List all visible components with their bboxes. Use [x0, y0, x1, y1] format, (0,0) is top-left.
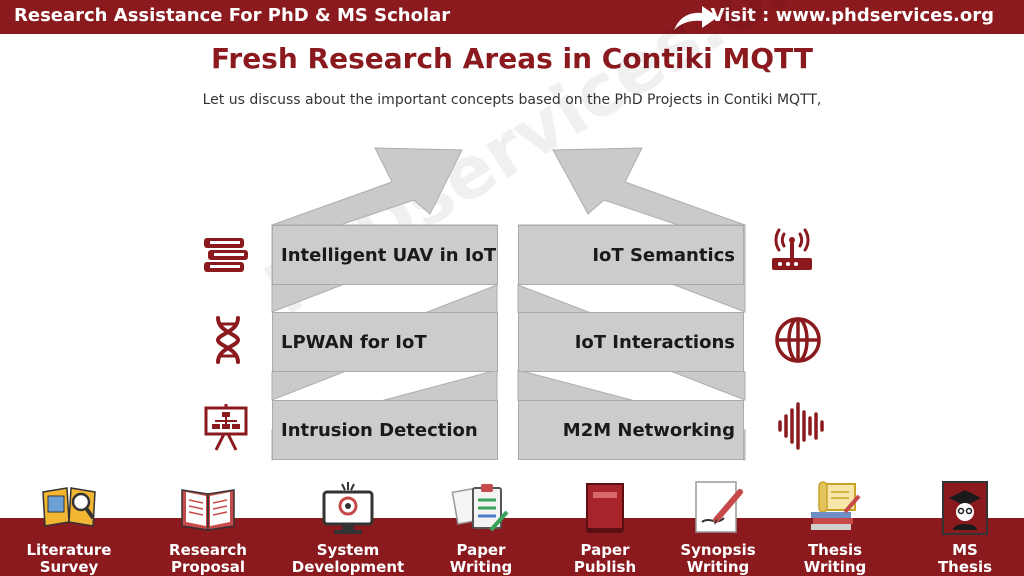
- router-icon: [772, 228, 812, 270]
- service-ms-thesis[interactable]: MS Thesis: [900, 478, 1024, 576]
- service-line2: Proposal: [171, 558, 245, 576]
- literature-survey-icon: [42, 487, 96, 527]
- bottom-bar: [0, 518, 1024, 576]
- service-line1: Literature: [26, 541, 112, 559]
- sound-wave-icon: [778, 402, 824, 450]
- service-system-development[interactable]: System Development: [283, 478, 413, 576]
- area-label: Intrusion Detection: [281, 419, 478, 441]
- service-line2: Thesis: [937, 558, 993, 576]
- right-arrow: [552, 147, 746, 226]
- area-label: M2M Networking: [562, 419, 735, 441]
- open-book-icon: [181, 489, 235, 531]
- service-research-proposal[interactable]: Research Proposal: [143, 478, 273, 576]
- area-box-right-3: M2M Networking: [518, 400, 744, 460]
- arrow-pointer-icon: [674, 6, 718, 30]
- top-bar: Research Assistance For PhD & MS Scholar…: [0, 0, 1024, 34]
- service-line1: MS: [952, 541, 978, 559]
- page-title: Fresh Research Areas in Contiki MQTT: [211, 42, 813, 75]
- service-line2: Writing: [686, 558, 750, 576]
- journal-icon: [586, 483, 624, 533]
- area-label: Intelligent UAV in IoT: [281, 244, 497, 266]
- dna-icon: [215, 316, 241, 364]
- pen-paper-icon: [695, 481, 743, 533]
- monitor-code-icon: [322, 482, 374, 534]
- scroll-icon: [811, 481, 861, 530]
- service-paper-writing[interactable]: Paper Writing: [416, 478, 546, 576]
- service-line1: Research: [169, 541, 247, 559]
- page-subtitle: Let us discuss about the important conce…: [202, 92, 822, 108]
- area-box-left-3: Intrusion Detection: [272, 400, 498, 460]
- service-line1: System: [316, 541, 380, 559]
- website-link[interactable]: Visit : www.phdservices.org: [710, 5, 994, 26]
- service-line2: Writing: [803, 558, 867, 576]
- area-box-left-1: Intelligent UAV in IoT: [272, 225, 498, 285]
- service-line1: Thesis: [807, 541, 863, 559]
- service-line2: Development: [291, 558, 405, 576]
- area-box-left-2: LPWAN for IoT: [272, 312, 498, 372]
- service-line1: Paper: [456, 541, 506, 559]
- graduate-icon: [942, 481, 988, 535]
- service-paper-publish[interactable]: Paper Publish: [540, 478, 670, 576]
- presentation-icon: [204, 404, 248, 451]
- header-tagline: Research Assistance For PhD & MS Scholar: [14, 5, 451, 26]
- globe-icon: [775, 317, 821, 363]
- area-box-right-1: IoT Semantics: [518, 225, 744, 285]
- books-icon: [204, 238, 248, 272]
- area-label: LPWAN for IoT: [281, 331, 427, 353]
- area-box-right-2: IoT Interactions: [518, 312, 744, 372]
- service-line2: Survey: [39, 558, 99, 576]
- area-label: IoT Semantics: [592, 244, 735, 266]
- left-arrow: [271, 147, 463, 226]
- area-label: IoT Interactions: [574, 331, 735, 353]
- service-line2: Writing: [449, 558, 513, 576]
- service-line2: Publish: [573, 558, 637, 576]
- service-synopsis-writing[interactable]: Synopsis Writing: [653, 478, 783, 576]
- clipboard-icon: [451, 484, 509, 532]
- service-line1: Synopsis: [680, 541, 756, 559]
- service-literature-survey[interactable]: Literature Survey: [4, 478, 134, 576]
- service-thesis-writing[interactable]: Thesis Writing: [770, 478, 900, 576]
- service-line1: Paper: [580, 541, 630, 559]
